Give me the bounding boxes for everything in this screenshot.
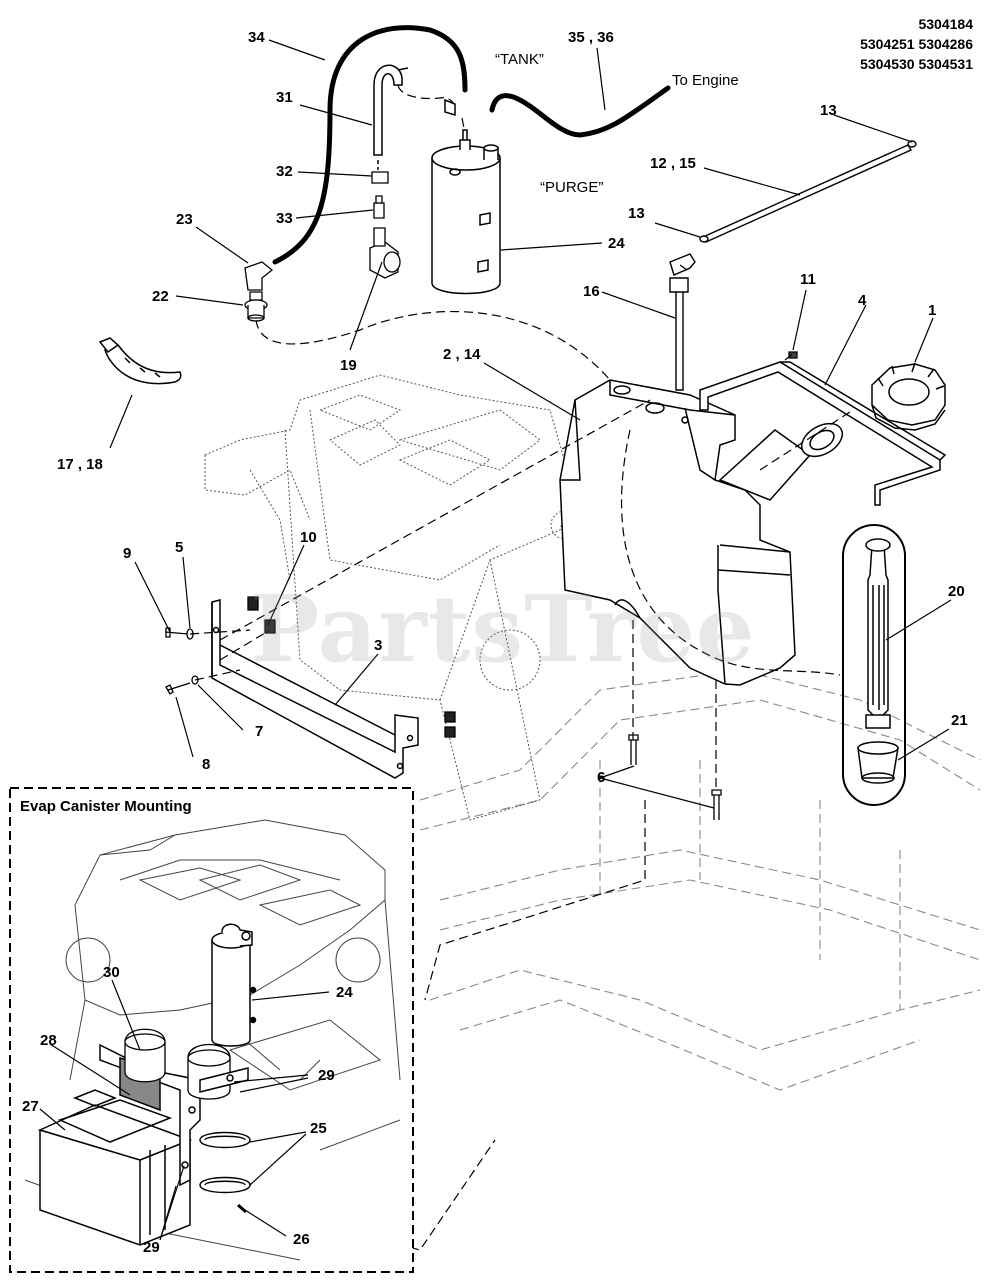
inset-callout-label: 26: [293, 1231, 310, 1248]
callout-label: 34: [248, 29, 265, 46]
fuel-gauge-detail: [842, 524, 906, 806]
callout-label: 35 , 36: [568, 29, 614, 46]
callout-label: 10: [300, 529, 317, 546]
callout-label: 8: [202, 756, 211, 773]
callout-label: 5: [175, 539, 184, 556]
callout-label: 3: [374, 637, 383, 654]
callout-label: 22: [152, 288, 169, 305]
fuel-lines: [272, 25, 671, 265]
fittings: [369, 171, 401, 279]
callout-label: 23: [176, 211, 193, 228]
vent-j-tube: [373, 64, 409, 179]
fuel-tank: [559, 379, 844, 686]
callout-label: 2 , 14: [443, 346, 481, 363]
fasteners: [164, 351, 798, 820]
inset-callout-label: 25: [310, 1120, 327, 1137]
callout-label: 4: [858, 292, 867, 309]
fuel-cap: [871, 362, 946, 431]
callout-label: 9: [123, 545, 132, 562]
callout-label: 21: [951, 712, 968, 729]
model-number-line: 5304530 5304531: [860, 56, 973, 72]
inset-callout-label: 24: [336, 984, 353, 1001]
watermark: PartsTree: [250, 575, 756, 683]
elbow-and-grommet: [244, 261, 274, 322]
callout-label: 12 , 15: [650, 155, 696, 172]
callout-label: 1: [928, 302, 937, 319]
model-numbers: 5304184 5304251 5304286 5304530 5304531: [860, 14, 973, 74]
purge-port-label: “PURGE”: [540, 179, 604, 196]
tank-port-label: “TANK”: [495, 51, 544, 68]
evap-canister: [431, 98, 501, 295]
inset-callout-label: 27: [22, 1098, 39, 1115]
inset-callout-label: 29: [143, 1239, 160, 1256]
inset-callout-label: 30: [103, 964, 120, 981]
callout-label: 19: [340, 357, 357, 374]
callout-label: 13: [628, 205, 645, 222]
hose-strap: [98, 337, 182, 385]
chassis-frame: [419, 669, 981, 1091]
callout-label: 24: [608, 235, 625, 252]
tank-bracket: [699, 361, 947, 506]
callout-label: 32: [276, 163, 293, 180]
evap-canister-inset: [9, 787, 414, 1273]
vent-tube: [669, 140, 917, 391]
callout-label: 33: [276, 210, 293, 227]
callout-label: 20: [948, 583, 965, 600]
model-number-line: 5304251 5304286: [860, 36, 973, 52]
model-number-line: 5304184: [918, 16, 973, 32]
callout-label: 13: [820, 102, 837, 119]
mounting-bracket: [211, 599, 419, 779]
callout-label: 17 , 18: [57, 456, 103, 473]
inset-callout-label: 28: [40, 1032, 57, 1049]
callout-label: 16: [583, 283, 600, 300]
inset-title: Evap Canister Mounting: [20, 798, 192, 815]
leader-lines: [39, 39, 952, 1241]
to-engine-label: To Engine: [672, 72, 739, 89]
callout-label: 11: [800, 271, 816, 288]
callout-label: 7: [255, 723, 264, 740]
callout-label: 6: [597, 769, 606, 786]
callout-label: 31: [276, 89, 293, 106]
inset-callout-label: 29: [318, 1067, 335, 1084]
connector-lines: [189, 84, 851, 1251]
